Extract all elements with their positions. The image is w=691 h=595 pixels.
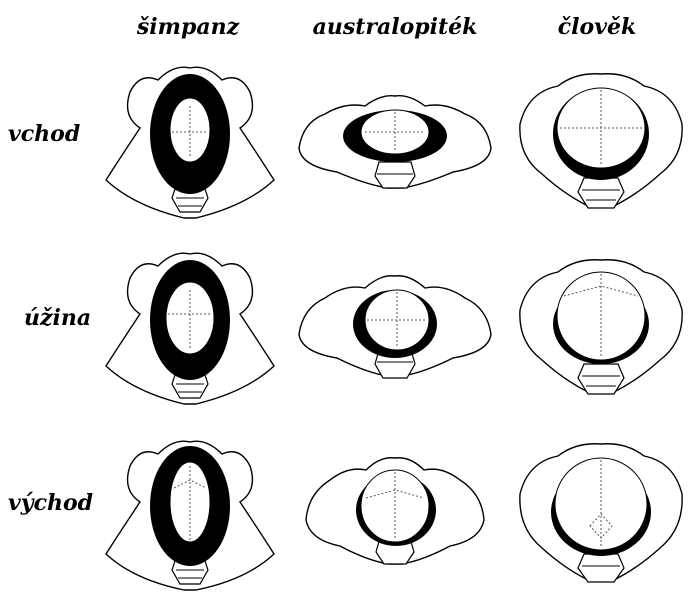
- australopithecus-pelvis-inlet: [295, 88, 495, 196]
- column-label-human: člověk: [558, 14, 636, 40]
- human-pelvis-midplane: [514, 252, 688, 402]
- chimpanzee-pelvis-outlet: [100, 432, 280, 595]
- sacrum: [578, 554, 624, 582]
- row-label-outlet: východ: [8, 490, 93, 516]
- sacrum: [578, 178, 624, 208]
- chimpanzee-pelvis-inlet: [100, 58, 280, 223]
- chimpanzee-pelvis-midplane: [100, 244, 280, 409]
- column-label-chimpanzee: šimpanz: [137, 14, 239, 40]
- row-label-inlet: vchod: [8, 121, 80, 147]
- sacrum: [578, 364, 624, 394]
- human-pelvis-outlet: [514, 436, 688, 590]
- sacrum: [375, 162, 415, 188]
- column-label-australopithecus: australopiték: [313, 14, 478, 40]
- australopithecus-pelvis-midplane: [295, 268, 495, 386]
- human-pelvis-inlet: [514, 66, 688, 216]
- row-label-midplane: úžina: [24, 305, 91, 331]
- australopithecus-pelvis-outlet: [300, 450, 490, 572]
